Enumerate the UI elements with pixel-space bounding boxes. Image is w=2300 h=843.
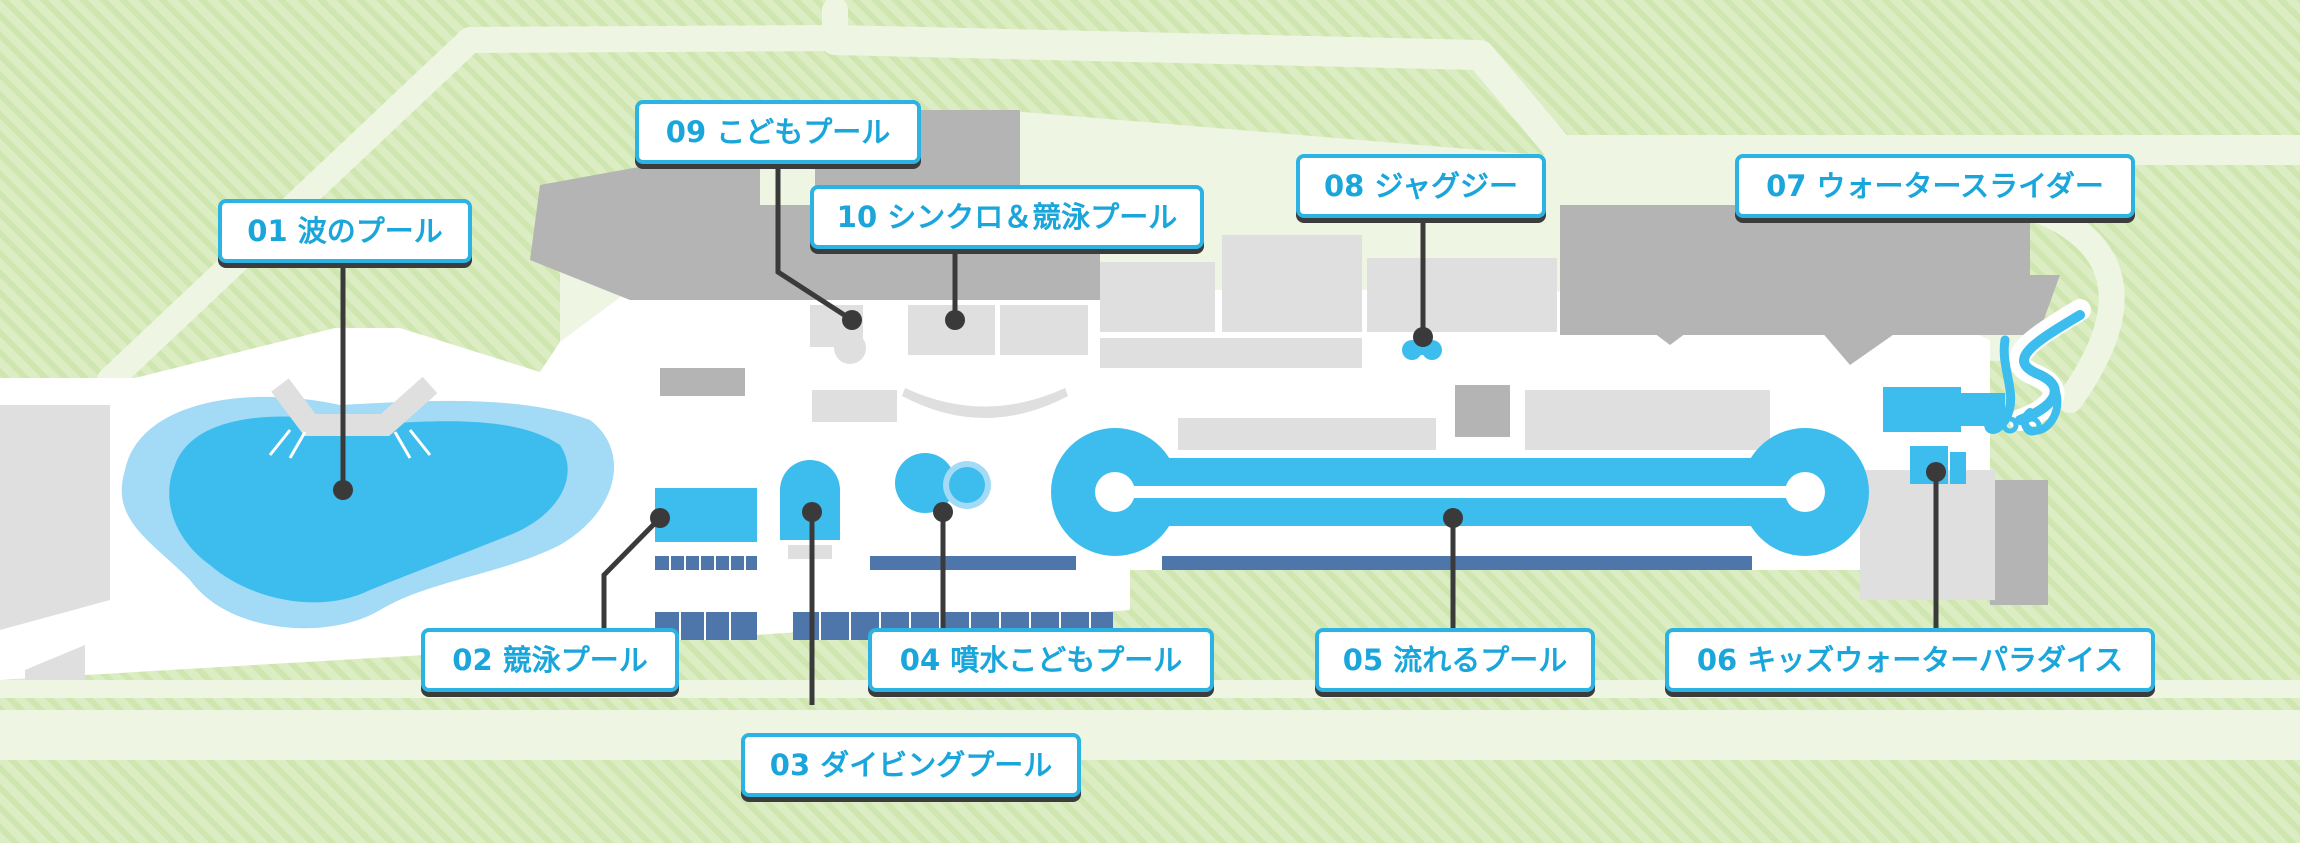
fountain-pool (895, 453, 991, 513)
label-09-kids-pool[interactable]: 09 こどもプール (635, 100, 921, 164)
seat-dividers (669, 556, 1091, 640)
lazy-river (1051, 428, 1869, 556)
label-04-fountain-kids-pool[interactable]: 04 噴水こどもプール (868, 628, 1214, 692)
label-10-synchro-racing-pool[interactable]: 10 シンクロ＆競泳プール (810, 185, 1204, 249)
kids-water-paradise (1883, 387, 2005, 484)
label-06-kids-water-paradise[interactable]: 06 キッズウォーターパラダイス (1665, 628, 2155, 692)
lower-walkway (0, 710, 2300, 760)
label-07-water-slider[interactable]: 07 ウォータースライダー (1735, 154, 2135, 218)
leader-lines (340, 160, 1939, 705)
label-05-lazy-river[interactable]: 05 流れるプール (1315, 628, 1595, 692)
diving-pool (780, 460, 840, 540)
wave-pool (121, 376, 615, 629)
label-01-wave-pool[interactable]: 01 波のプール (218, 199, 472, 263)
label-03-diving-pool[interactable]: 03 ダイビングプール (741, 733, 1081, 797)
water-slider (1984, 299, 2091, 436)
racing-pool (655, 488, 757, 542)
leader-dots (333, 310, 1946, 528)
label-02-racing-pool[interactable]: 02 競泳プール (421, 628, 679, 692)
label-08-jacuzzi[interactable]: 08 ジャグジー (1296, 154, 1546, 218)
